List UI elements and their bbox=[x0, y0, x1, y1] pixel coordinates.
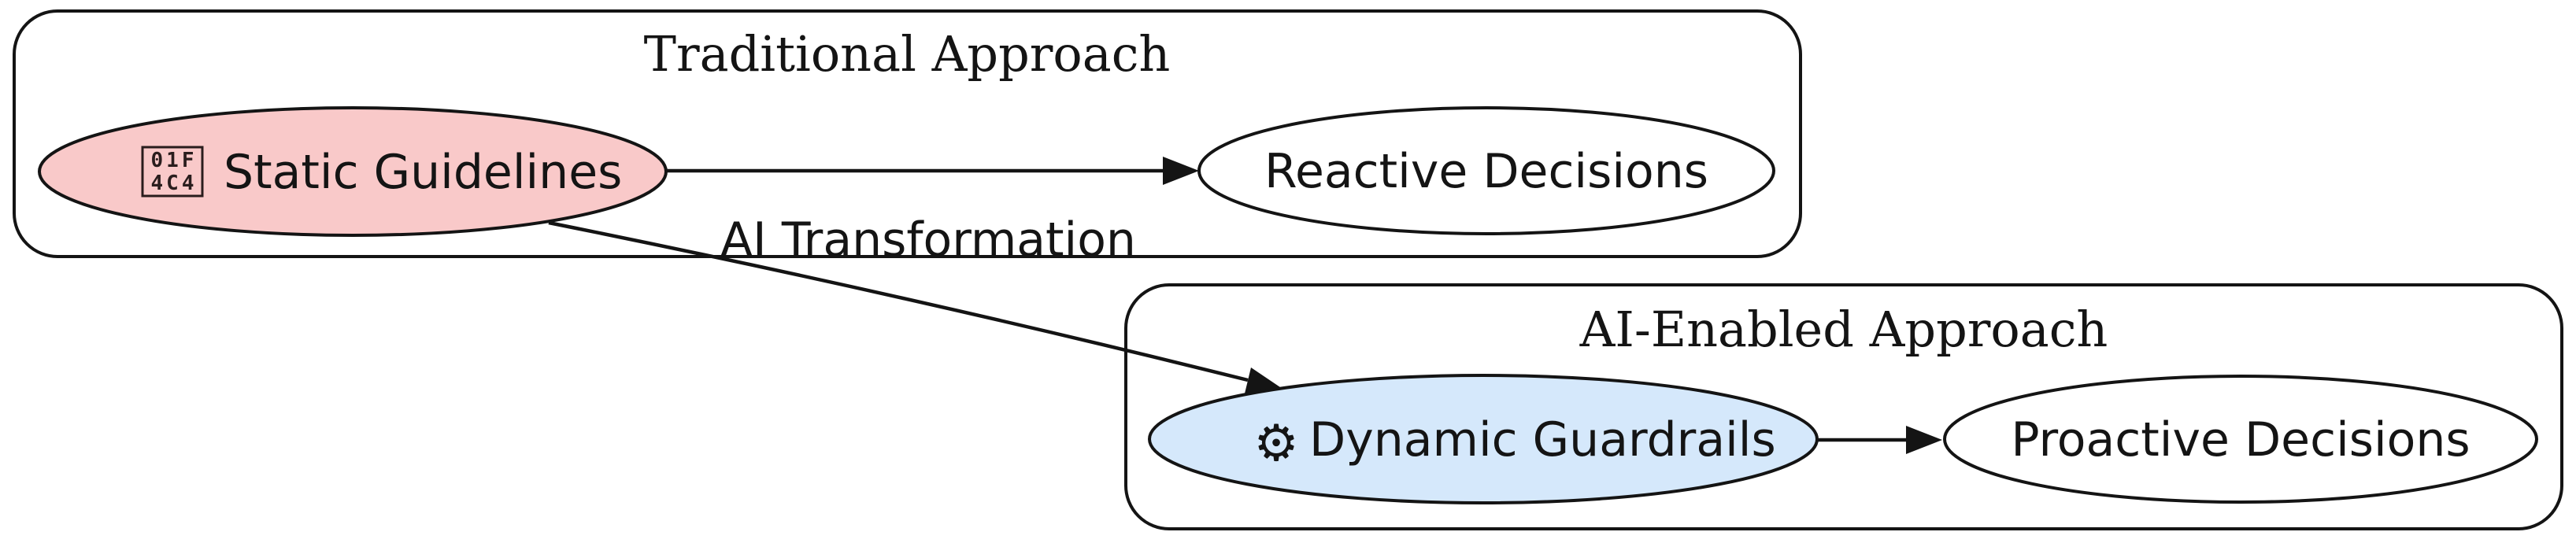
node-static-guidelines-label: Static Guidelines bbox=[224, 145, 622, 200]
edge-static-to-dynamic bbox=[548, 220, 1249, 382]
arrowhead-dynamic-to-proactive bbox=[1906, 426, 1942, 454]
edge-label-ai-transformation: AI Transformation bbox=[720, 212, 1136, 268]
node-static-guidelines bbox=[38, 106, 668, 237]
node-dynamic-guardrails bbox=[1148, 374, 1819, 504]
cluster-traditional-title: Traditional Approach bbox=[644, 25, 1171, 83]
gear-icon: ⚙ bbox=[1253, 415, 1298, 473]
node-dynamic-guardrails-label: Dynamic Guardrails bbox=[1309, 412, 1776, 467]
node-proactive-decisions bbox=[1943, 375, 2538, 504]
arrowhead-static-to-dynamic bbox=[1245, 368, 1282, 393]
tofu-hex-row-1: 01F bbox=[151, 149, 198, 172]
missing-glyph-tofu-icon: 01F 4C4 bbox=[141, 146, 204, 198]
node-reactive-decisions-label: Reactive Decisions bbox=[1264, 144, 1708, 199]
arrowhead-static-to-reactive bbox=[1163, 157, 1199, 185]
tofu-hex-row-2: 4C4 bbox=[151, 172, 198, 195]
node-proactive-decisions-label: Proactive Decisions bbox=[2011, 412, 2470, 467]
node-reactive-decisions bbox=[1197, 106, 1775, 235]
cluster-ai-enabled-title: AI-Enabled Approach bbox=[1579, 301, 2108, 358]
